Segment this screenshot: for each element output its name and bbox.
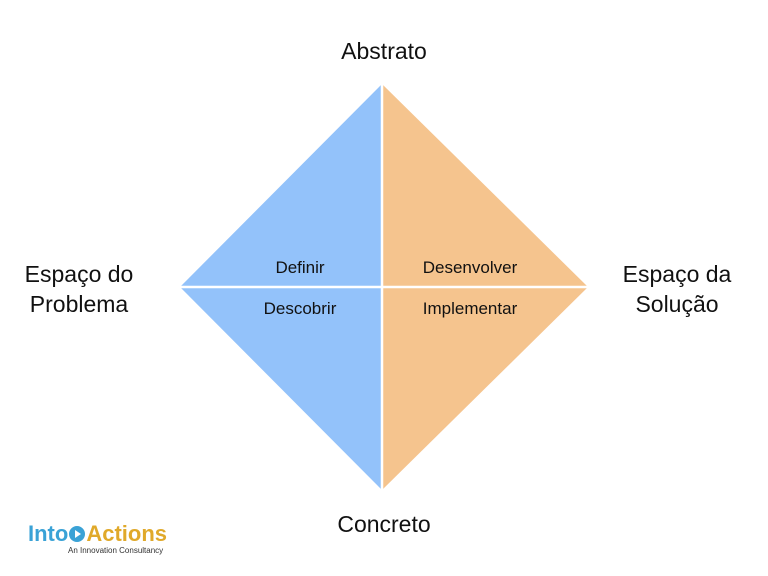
quadrant-label-desenvolver: Desenvolver [422,258,518,277]
axis-label-concrete: Concreto [337,511,431,537]
axis-label-problem-space: Espaço do Problema [0,259,158,319]
logo-word-actions: Actions [86,521,168,546]
axis-label-solution-line1: Espaço da [622,261,732,287]
logo-word-into: Into [28,521,69,546]
axis-label-problem-line1: Espaço do [24,261,134,287]
quadrant-label-implementar: Implementar [422,299,518,318]
intoactions-logo: Into Actions An Innovation Consultancy [28,522,178,558]
axis-label-abstract: Abstrato [341,38,427,64]
logo-wordmark: Into Actions [28,522,167,546]
axis-label-solution-line2: Solução [635,291,719,317]
play-icon [69,526,86,542]
axis-label-solution-space: Espaço da Solução [598,259,756,319]
logo-tagline: An Innovation Consultancy [68,546,164,555]
axis-label-problem-line2: Problema [29,291,129,317]
quadrant-label-definir: Definir [275,258,325,277]
quadrant-label-descobrir: Descobrir [263,299,337,318]
